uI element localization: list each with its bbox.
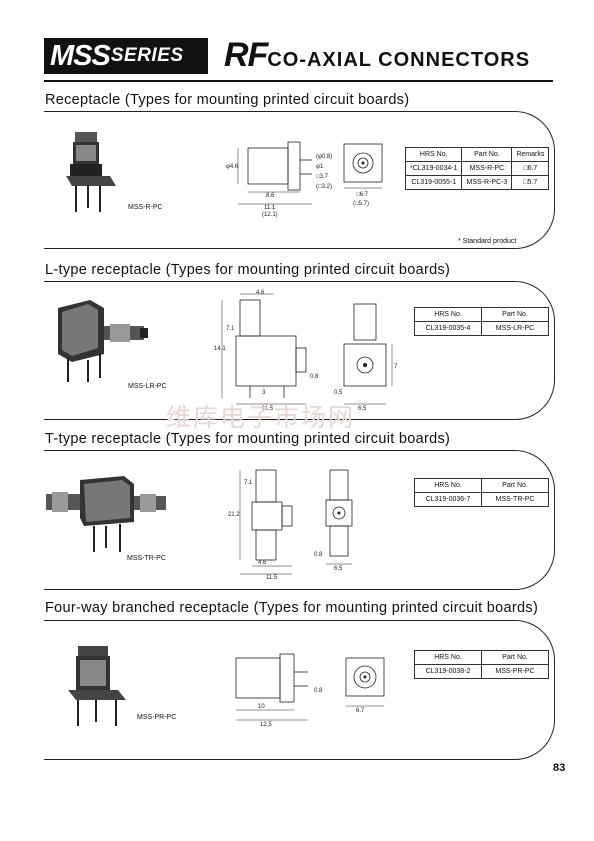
dim-receptacle-d10: (φ0.8) <box>316 154 332 160</box>
dim-l-type-d7: 0.8 <box>310 374 319 380</box>
table-header: Part No. <box>481 478 549 493</box>
table-cell: CL319-0035-4 <box>414 321 482 336</box>
table-cell: MSS-R-PC-3 <box>461 175 513 190</box>
dim-receptacle-d9: (□3.2) <box>316 184 332 190</box>
header-rule <box>44 80 553 82</box>
l-type-front-drawing: 6.5 0.5 7 <box>334 303 398 412</box>
section-panel-receptacle <box>44 111 555 249</box>
model-label-l-type: MSS-LR-PC <box>128 383 167 390</box>
table-cell: MSS-LR-PC <box>481 321 549 336</box>
section-title-four-way: Four-way branched receptacle (Types for … <box>45 600 539 616</box>
table-header: HRS No. <box>414 478 482 493</box>
title-rf: RF <box>224 36 268 74</box>
receptacle-top-drawing: □6.7 (□5.7) <box>343 143 383 207</box>
table-header: Part No. <box>481 307 549 322</box>
t-type-photo <box>46 476 166 552</box>
model-label-t-type: MSS-TR-PC <box>127 555 166 562</box>
dim-t-type-d1: 7.1 <box>244 480 253 486</box>
table-header: Remarks <box>511 147 550 162</box>
dim-l-type-d9: 7 <box>394 364 398 370</box>
dim-l-type-d5: 11.5 <box>262 406 274 412</box>
dim-receptacle-d4: (12.1) <box>262 212 278 218</box>
table-cell: MSS-R-PC <box>461 161 513 176</box>
dim-l-type-d2: 7.1 <box>226 326 235 332</box>
dim-t-type-d5: 6.5 <box>334 566 343 572</box>
spec-table-four-way: HRS No. Part No. CL319-0038-2 MSS-PR-PC <box>414 650 549 679</box>
table-cell: *CL319-0034-1 <box>404 161 463 176</box>
table-header-row: HRS No. Part No. <box>414 478 549 493</box>
dim-receptacle-d1: φ4.6 <box>226 164 239 170</box>
dim-l-type-d1: 4.6 <box>256 290 265 296</box>
watermark: 维库电子市场网 <box>166 403 356 432</box>
dim-four-way-d3: 6.7 <box>356 708 365 714</box>
table-header: Part No. <box>461 147 513 162</box>
dim-l-type-d4: 3 <box>262 390 266 396</box>
section-panel-four-way <box>44 620 555 760</box>
dim-receptacle-d3: 11.1 <box>264 205 276 211</box>
section-panel-t-type <box>44 450 555 590</box>
l-type-side-drawing: 4.6 7.1 14.1 3 11.5 0.8 <box>214 290 319 412</box>
table-cell: MSS-PR-PC <box>481 664 549 679</box>
t-type-front-drawing: 6.5 0.8 <box>314 469 353 572</box>
dim-t-type-d3: 4.6 <box>258 560 267 566</box>
dim-receptacle-d8: φ1 <box>316 164 324 170</box>
spec-table-l-type: HRS No. Part No. CL319-0035-4 MSS-LR-PC <box>414 307 549 336</box>
dim-l-type-d6: 6.5 <box>358 406 367 412</box>
page-title: RFCO-AXIAL CONNECTORS <box>224 36 530 75</box>
table-row: CL319-0036-7 MSS-TR-PC <box>414 492 549 507</box>
dim-l-type-d8: 0.5 <box>334 390 343 396</box>
table-header: Part No. <box>481 650 549 665</box>
four-way-side-drawing: 10 12.5 0.8 <box>235 653 323 728</box>
standard-product-note: * Standard product <box>458 238 517 245</box>
series-suffix: SERIES <box>110 45 184 66</box>
table-header-row: HRS No. Part No. <box>414 650 549 665</box>
spec-table-receptacle: HRS No. Part No. Remarks *CL319-0034-1 M… <box>404 147 550 190</box>
spec-table-t-type: HRS No. Part No. CL319-0036-7 MSS-TR-PC <box>414 478 549 507</box>
dim-receptacle-d7: □3.7 <box>316 174 329 180</box>
dim-four-way-d2: 12.5 <box>260 722 272 728</box>
table-header-row: HRS No. Part No. <box>414 307 549 322</box>
dim-receptacle-d6: (□5.7) <box>353 201 369 207</box>
dim-receptacle-d2: 8.6 <box>266 193 275 199</box>
table-header: HRS No. <box>414 650 482 665</box>
dim-t-type-d2: 21.2 <box>228 512 240 518</box>
receptacle-photo <box>66 132 116 212</box>
table-row: CL319-0035-4 MSS-LR-PC <box>414 321 549 336</box>
model-label-receptacle: MSS-R-PC <box>128 204 163 211</box>
section-title-t-type: T-type receptacle (Types for mounting pr… <box>45 431 451 447</box>
dim-l-type-d3: 14.1 <box>214 346 226 352</box>
table-cell: □6.7 <box>511 161 550 176</box>
title-connectors: CO-AXIAL CONNECTORS <box>267 49 531 71</box>
t-type-side-drawing: 7.1 21.2 4.6 11.5 <box>228 469 293 581</box>
four-way-photo <box>68 646 126 726</box>
table-row: CL319-0055-1 MSS-R-PC-3 □5.7 <box>404 175 550 190</box>
l-type-photo <box>58 300 148 382</box>
series-name: MSS <box>50 39 111 72</box>
table-cell: CL319-0038-2 <box>414 664 482 679</box>
section-title-receptacle: Receptacle (Types for mounting printed c… <box>45 92 410 108</box>
table-cell: CL319-0036-7 <box>414 492 482 507</box>
table-header-row: HRS No. Part No. Remarks <box>404 147 550 162</box>
section-panel-l-type <box>44 281 555 420</box>
table-header: HRS No. <box>404 147 463 162</box>
dim-four-way-d1: 10 <box>258 704 265 710</box>
table-row: CL319-0038-2 MSS-PR-PC <box>414 664 549 679</box>
table-row: *CL319-0034-1 MSS-R-PC □6.7 <box>404 161 550 176</box>
dim-t-type-d6: 0.8 <box>314 552 323 558</box>
page-number: 83 <box>553 762 566 774</box>
section-title-l-type: L-type receptacle (Types for mounting pr… <box>45 262 451 278</box>
table-cell: MSS-TR-PC <box>481 492 549 507</box>
dim-four-way-d4: 0.8 <box>314 688 323 694</box>
receptacle-side-drawing: φ4.6 8.6 11.1 (12.1) (φ0.8) φ1 □3.7 (□3.… <box>226 141 332 218</box>
table-cell: □5.7 <box>511 175 550 190</box>
table-cell: CL319-0055-1 <box>404 175 463 190</box>
dim-receptacle-d5: □6.7 <box>356 192 369 198</box>
table-header: HRS No. <box>414 307 482 322</box>
model-label-four-way: MSS-PR-PC <box>137 714 177 721</box>
dim-t-type-d4: 11.5 <box>266 575 278 581</box>
four-way-top-drawing: 6.7 <box>345 657 385 714</box>
